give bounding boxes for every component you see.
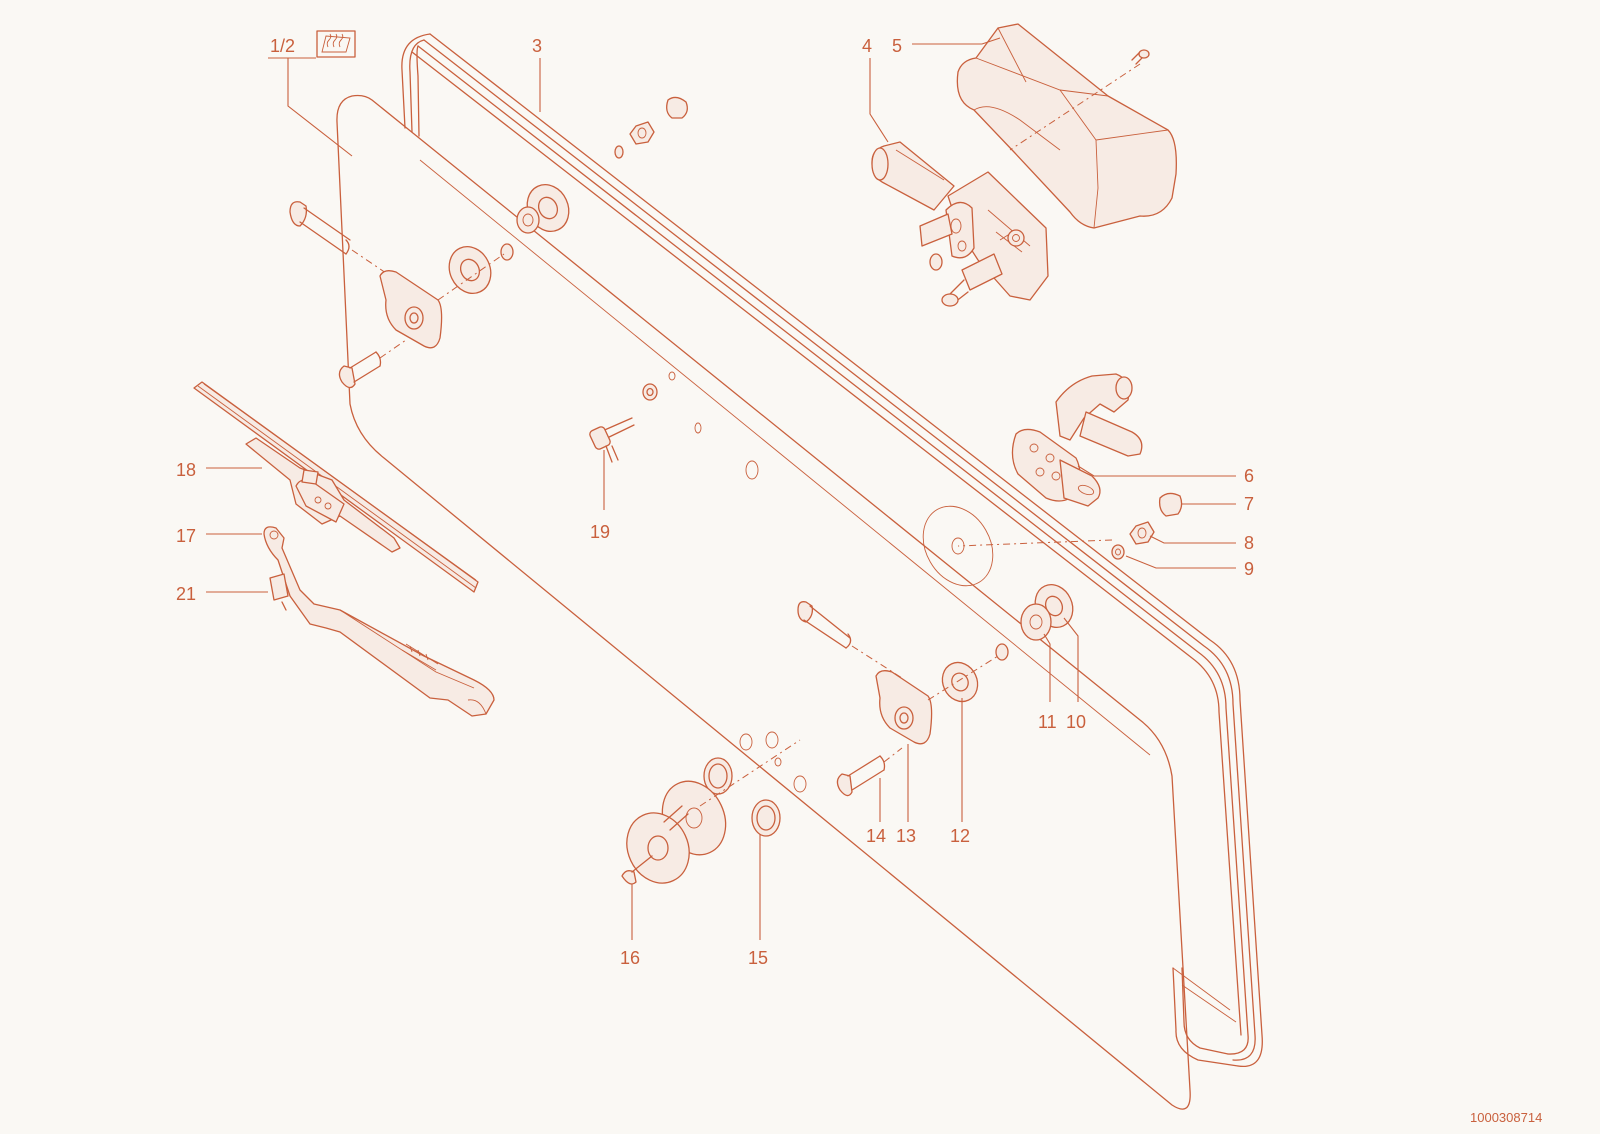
wiper-spindle-seal[interactable] [616,731,807,893]
wiper-shaft-bearing[interactable] [1011,373,1143,507]
document-number: 1000308714 [1470,1110,1542,1125]
wiper-blade[interactable] [193,381,479,593]
leader-lines [206,37,1236,940]
label-15: 15 [748,948,768,968]
label-4: 4 [862,36,872,56]
lower-hinge[interactable] [797,601,1009,797]
label-11: 11 [1038,712,1057,732]
wiper-motor[interactable] [871,141,1049,307]
lower-seal-washers[interactable] [909,494,1113,641]
glass-screw[interactable] [589,371,759,480]
window-seal[interactable] [401,33,1263,1068]
label-5: 5 [892,36,902,56]
label-6: 6 [1244,466,1254,486]
label-14: 14 [866,826,886,846]
label-8: 8 [1244,533,1254,553]
label-13: 13 [896,826,916,846]
rear-window-glass[interactable] [336,94,1191,1110]
label-17: 17 [176,526,196,546]
label-9: 9 [1244,559,1254,579]
upper-hinge[interactable] [289,178,576,389]
wiper-arm[interactable] [263,526,495,717]
label-1-2: 1/2 [270,36,295,56]
right-nut-set[interactable] [1111,492,1183,560]
label-3: 3 [532,36,542,56]
label-16: 16 [620,948,640,968]
label-21: 21 [176,584,196,604]
part-labels: 1/2 3 4 5 6 7 8 9 10 11 12 13 14 15 16 1… [176,36,1542,1125]
rear-defroster-icon [316,30,356,58]
label-7: 7 [1244,494,1254,514]
label-12: 12 [950,826,970,846]
label-10: 10 [1066,712,1086,732]
motor-cover[interactable] [956,23,1177,229]
label-19: 19 [590,522,610,542]
top-nut-set[interactable] [614,96,688,159]
label-18: 18 [176,460,196,480]
